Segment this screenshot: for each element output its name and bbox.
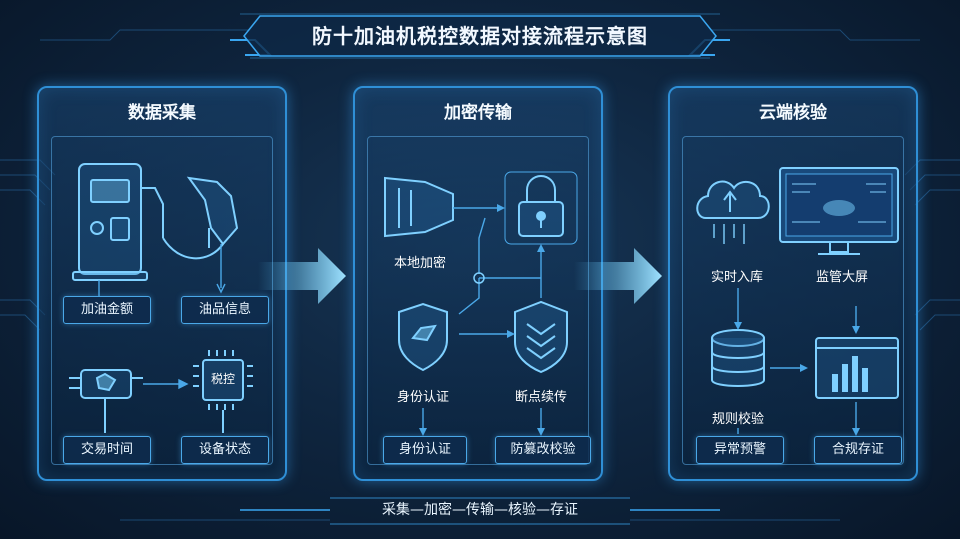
caption-rule-check: 规则校验 (711, 412, 764, 427)
encrypt-icons (384, 171, 578, 436)
chip-label: 税控 (210, 372, 235, 386)
caption-monitor-screen: 监管大屏 (815, 270, 868, 285)
process-footer: 采集—加密—传输—核验—存证 (382, 502, 578, 518)
page-title: 防十加油机税控数据对接流程示意图 (312, 24, 648, 48)
title-bar: 防十加油机税控数据对接流程示意图 (240, 14, 720, 58)
shield-icon (398, 302, 448, 372)
panel-title-collect: 数据采集 (128, 103, 196, 123)
panel-encrypted-transmission: 加密传输 (353, 86, 603, 481)
caption-resume-transfer: 断点续传 (514, 390, 567, 405)
monitor-icon (779, 167, 899, 255)
chip-icon (193, 350, 253, 433)
footer-frame (240, 497, 720, 525)
panel-title-verify: 云端核验 (759, 103, 827, 123)
panel-inner-frame (367, 136, 589, 465)
arrow-icon (258, 248, 346, 304)
caption-identity-auth: 身份认证 (396, 390, 449, 405)
label-fuel-info: 油品信息 (181, 296, 269, 324)
label-transaction-time: 交易时间 (63, 436, 151, 464)
collect-icons (69, 163, 253, 433)
arrow-icon (574, 248, 662, 304)
caption-local-encryption: 本地加密 (393, 256, 446, 271)
panel-cloud-verification: 云端核验 (668, 86, 918, 481)
label-identity-auth: 身份认证 (383, 436, 467, 464)
cloud-icon (696, 180, 770, 244)
panel-data-collection: 数据采集 (37, 86, 287, 481)
panel-inner-frame (51, 136, 273, 465)
panel-inner-frame (682, 136, 904, 465)
label-anomaly-warning: 异常预警 (696, 436, 784, 464)
caption-realtime-storage: 实时入库 (710, 270, 763, 285)
label-compliance-record: 合规存证 (814, 436, 902, 464)
bar-chart-icon (815, 337, 899, 399)
fuel-nozzle-icon (162, 176, 239, 260)
title-frame (243, 15, 717, 57)
tax-module-icon (69, 369, 143, 433)
label-fuel-amount: 加油金额 (63, 296, 151, 324)
fuel-dispenser-icon (72, 163, 164, 281)
panel-title-encrypt: 加密传输 (444, 103, 512, 123)
label-device-status: 设备状态 (181, 436, 269, 464)
label-tamper-check: 防篡改校验 (495, 436, 591, 464)
layers-shield-icon (514, 300, 568, 374)
verify-icons (696, 167, 899, 436)
connector-icon (384, 176, 454, 238)
